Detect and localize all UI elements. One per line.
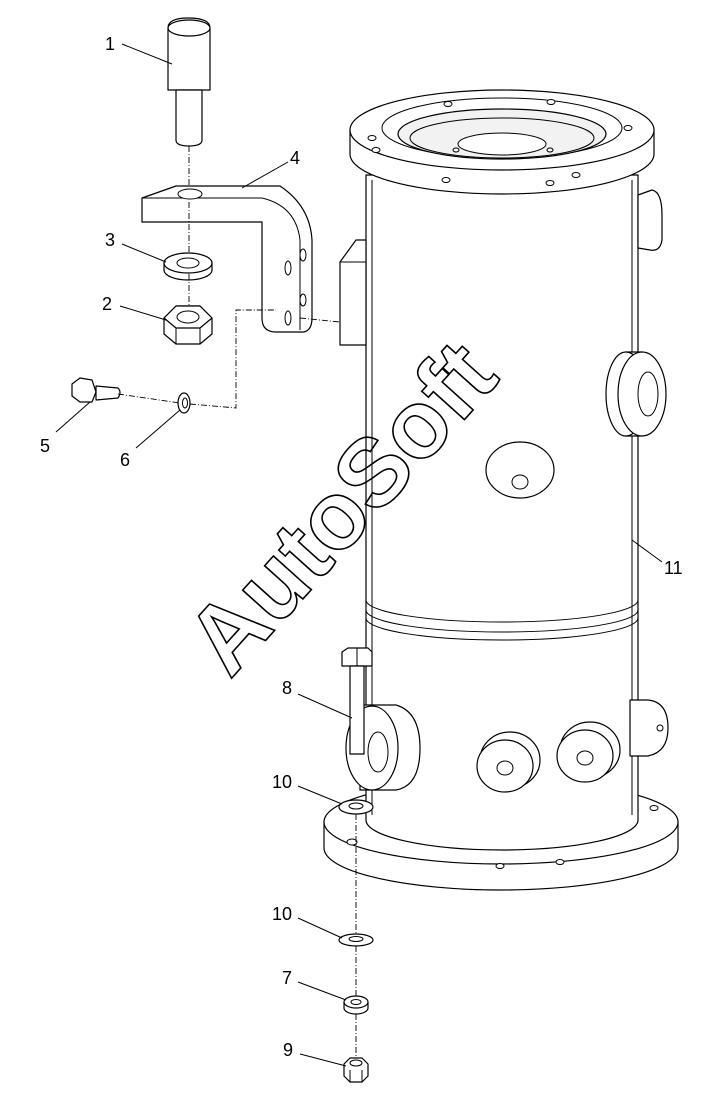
bolt [71,377,121,403]
lower-ports [345,699,669,793]
callout-10-lower: 10 [272,904,292,924]
nut [163,305,213,345]
right-port [605,351,667,437]
bracket [141,185,313,333]
housing [323,89,679,891]
washer-lower [338,933,374,947]
callout-8: 8 [282,678,292,698]
washer-upper [338,799,374,815]
callout-7: 7 [282,968,292,988]
callout-5: 5 [40,436,50,456]
long-bolt [341,647,373,755]
callout-2: 2 [102,294,112,314]
callout-1: 1 [105,34,115,54]
callout-4: 4 [290,148,300,168]
pin [167,17,211,147]
callout-9: 9 [283,1040,293,1060]
bottom-nut [343,1057,369,1083]
callout-10-upper: 10 [272,772,292,792]
callout-6: 6 [120,450,130,470]
assembly-lines [117,146,357,1058]
lock-washer [343,995,369,1015]
top-flange [349,89,655,195]
leader-lines [55,43,663,1067]
spring-washer [163,252,213,281]
callout-3: 3 [105,230,115,250]
callout-labels: 1 2 3 4 5 6 7 8 9 10 10 11 [40,34,683,1060]
callout-11: 11 [664,558,683,578]
